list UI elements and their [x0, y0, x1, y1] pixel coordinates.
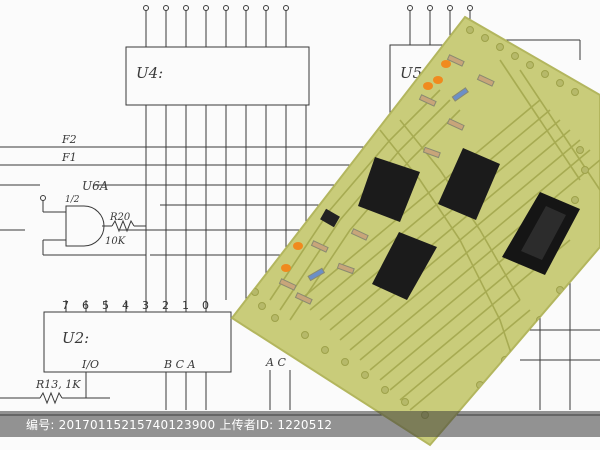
resistor	[446, 54, 465, 67]
u2-label: U2:	[62, 329, 89, 347]
u2-top-pins	[65, 300, 207, 312]
resistor	[451, 87, 469, 102]
u2-pin-0: 0	[202, 299, 209, 312]
u2-bca-label: B C A	[163, 358, 195, 371]
r13-label: R13, 1K	[35, 378, 81, 391]
ic-socket	[502, 192, 580, 275]
transistor	[320, 208, 340, 228]
capacitor	[441, 60, 451, 68]
ic-chip-3	[372, 232, 437, 300]
left-net-lines	[0, 184, 40, 231]
u2-pin-4: 4	[122, 299, 129, 312]
resistor	[476, 74, 495, 87]
capacitor	[293, 242, 303, 250]
resistor	[336, 262, 355, 275]
bottom-ac-label: A C	[265, 356, 286, 369]
u4-label: U4:	[136, 64, 163, 82]
u6a-fraction: 1/2	[65, 195, 80, 205]
u2-io-label: I/O	[81, 358, 99, 371]
r20-label: R20	[109, 212, 131, 223]
u2-pin-7: 7	[62, 299, 69, 312]
u4-box	[125, 46, 310, 106]
u6a-gate	[40, 195, 146, 256]
capacitor	[281, 264, 291, 272]
resistor	[310, 240, 329, 253]
u5-label: U5	[400, 64, 422, 82]
u6a-label: U6A	[82, 179, 109, 193]
resistor	[307, 267, 326, 282]
resistor	[418, 94, 437, 107]
ic-chip-2	[438, 148, 500, 220]
r20-value: 10K	[105, 236, 126, 247]
net-f2-label: F2	[61, 133, 77, 146]
capacitors	[281, 60, 451, 272]
resistor	[446, 118, 465, 131]
resistor	[350, 228, 369, 241]
u2-pin-1: 1	[182, 299, 189, 312]
watermark-bar	[0, 411, 600, 437]
u2-pin-6: 6	[82, 299, 89, 312]
resistor	[294, 292, 313, 305]
resistors	[278, 54, 495, 305]
u4-top-pins	[143, 5, 289, 47]
pcb-substrate	[230, 15, 600, 447]
u5-area	[389, 5, 581, 116]
u2-pin-numbers: 7 6 5 4 3 2 1 0	[62, 299, 209, 312]
resistor	[278, 278, 297, 291]
capacitor	[423, 82, 433, 90]
u2-pin-3: 3	[142, 299, 149, 312]
r13-resistor	[0, 372, 110, 405]
resistor	[422, 146, 441, 159]
u2-pin-5: 5	[102, 299, 109, 312]
u2-pin-2: 2	[162, 299, 169, 312]
u2-box	[43, 311, 232, 373]
capacitor	[433, 76, 443, 84]
net-f1-label: F1	[61, 151, 77, 164]
watermark-text: 编号: 20170115215740123900 上传者ID: 1220512	[26, 418, 333, 432]
ic-chip-1	[358, 157, 420, 222]
